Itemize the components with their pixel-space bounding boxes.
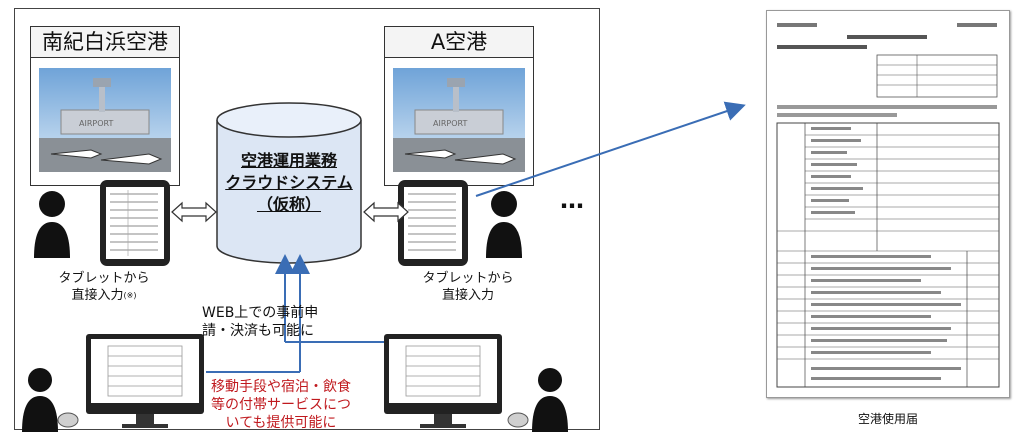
caption-right: タブレットから 直接入力 [408, 270, 528, 304]
airport-usage-form [766, 10, 1010, 398]
caption-left: タブレットから 直接入力(※) [44, 270, 164, 304]
mouse-icon [507, 412, 529, 428]
airport-illustration-right: AIRPORT [393, 68, 525, 172]
computer-monitor-icon [384, 334, 502, 428]
site-title-nanki: 南紀白浜空港 [31, 27, 179, 58]
svg-text:AIRPORT: AIRPORT [79, 119, 113, 128]
diagram-frame [14, 8, 600, 430]
tablet-icon [100, 180, 170, 266]
person-icon [34, 191, 70, 258]
service-note-line1: 移動手段や宿泊・飲食 [211, 379, 351, 395]
caption-right-line1: タブレットから [422, 271, 514, 286]
web-note-line1: WEB上での事前申 [202, 305, 319, 321]
site-title-a: A空港 [385, 27, 533, 58]
cloud-line2: クラウドシステム [225, 173, 353, 192]
cloud-system-label: 空港運用業務 クラウドシステム （仮称） [214, 150, 364, 216]
web-application-note: WEB上での事前申 請・決済も可能に [202, 304, 332, 340]
caption-left-line1: タブレットから [58, 271, 150, 286]
mouse-icon [57, 412, 79, 428]
web-note-line2: 請・決済も可能に [202, 323, 314, 339]
sync-arrow-right [363, 201, 409, 223]
computer-monitor-icon [86, 334, 204, 428]
svg-text:AIRPORT: AIRPORT [433, 119, 467, 128]
tablet-user-right [398, 180, 522, 266]
more-airports-ellipsis: … [560, 186, 584, 214]
tablet-user-left [34, 180, 170, 266]
cloud-system-cylinder [216, 102, 362, 264]
caption-left-line2-text: 直接入力 [71, 288, 124, 303]
service-note-line2: 等の付帯サービスにつ [211, 397, 351, 413]
person-icon [22, 368, 58, 432]
form-document-lines [776, 23, 1000, 388]
form-caption: 空港使用届 [857, 412, 918, 426]
airport-illustration-left: AIRPORT [39, 68, 171, 172]
caption-right-line2: 直接入力 [441, 288, 494, 303]
cloud-line3: （仮称） [256, 195, 321, 214]
site-a-airport: A空港 AIRPORT [384, 26, 534, 186]
caption-left-line2: 直接入力(※) [44, 287, 164, 304]
person-icon [532, 368, 568, 432]
cloud-line1: 空港運用業務 [240, 151, 337, 170]
pc-user-left [22, 334, 204, 432]
ancillary-service-note: 移動手段や宿泊・飲食 等の付帯サービスにつ いても提供可能に [196, 378, 366, 432]
person-icon [486, 191, 522, 258]
sync-arrow-left [171, 201, 217, 223]
caption-left-note: (※) [123, 291, 137, 300]
tablet-icon [398, 180, 468, 266]
service-note-line3: いても提供可能に [225, 415, 337, 431]
pc-user-right [384, 334, 568, 432]
